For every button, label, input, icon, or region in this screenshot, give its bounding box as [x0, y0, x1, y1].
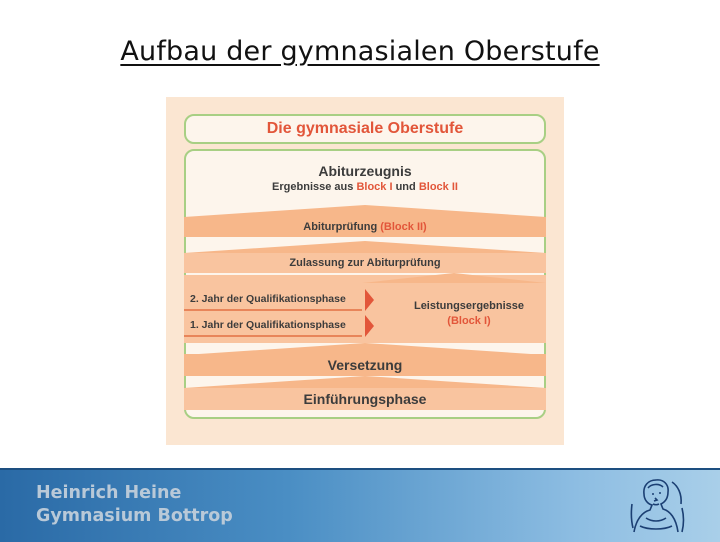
abiturzeugnis-subtitle: Ergebnisse aus Block I und Block II — [166, 181, 564, 193]
school-name: Heinrich Heine Gymnasium Bottrop — [36, 482, 233, 528]
jahr2-arrow — [365, 289, 374, 311]
jahr2-row: 2. Jahr der Qualifikationsphase — [184, 289, 362, 311]
diagram-header: Die gymnasiale Oberstufe — [184, 114, 546, 144]
abiturpruefung-label: Abiturprüfung — [303, 221, 378, 233]
abiturzeugnis-sub-prefix: Ergebnisse aus — [272, 181, 354, 193]
abiturpruefung-block: (Block II) — [380, 221, 427, 233]
qualifikation-peak — [362, 273, 546, 283]
footer-banner: Heinrich Heine Gymnasium Bottrop — [0, 468, 720, 542]
block2-label: Block II — [418, 181, 458, 193]
versetzung-band: Versetzung — [184, 354, 546, 376]
leistung-label: Leistungsergebnisse — [413, 300, 525, 312]
leistung-block: (Block I) — [447, 315, 491, 327]
abiturpruefung-band: Abiturprüfung (Block II) — [184, 217, 546, 237]
school-name-line2: Gymnasium Bottrop — [36, 506, 233, 526]
block1-label: Block I — [356, 181, 393, 193]
heinrich-heine-portrait-icon — [630, 479, 685, 533]
abiturzeugnis-title: Abiturzeugnis — [318, 163, 412, 179]
zulassung-band: Zulassung zur Abiturprüfung — [184, 253, 546, 273]
school-name-line1: Heinrich Heine — [36, 483, 182, 503]
leistungsergebnisse: Leistungsergebnisse (Block I) — [374, 299, 564, 329]
einfuehrung-band: Einführungsphase — [184, 388, 546, 410]
slide-title: Aufbau der gymnasialen Oberstufe — [120, 36, 600, 67]
jahr1-arrow — [365, 315, 374, 337]
jahr1-row: 1. Jahr der Qualifikationsphase — [184, 315, 362, 337]
und-label: und — [395, 181, 416, 193]
oberstufe-diagram: Die gymnasiale Oberstufe Abiturzeugnis E… — [166, 97, 564, 445]
